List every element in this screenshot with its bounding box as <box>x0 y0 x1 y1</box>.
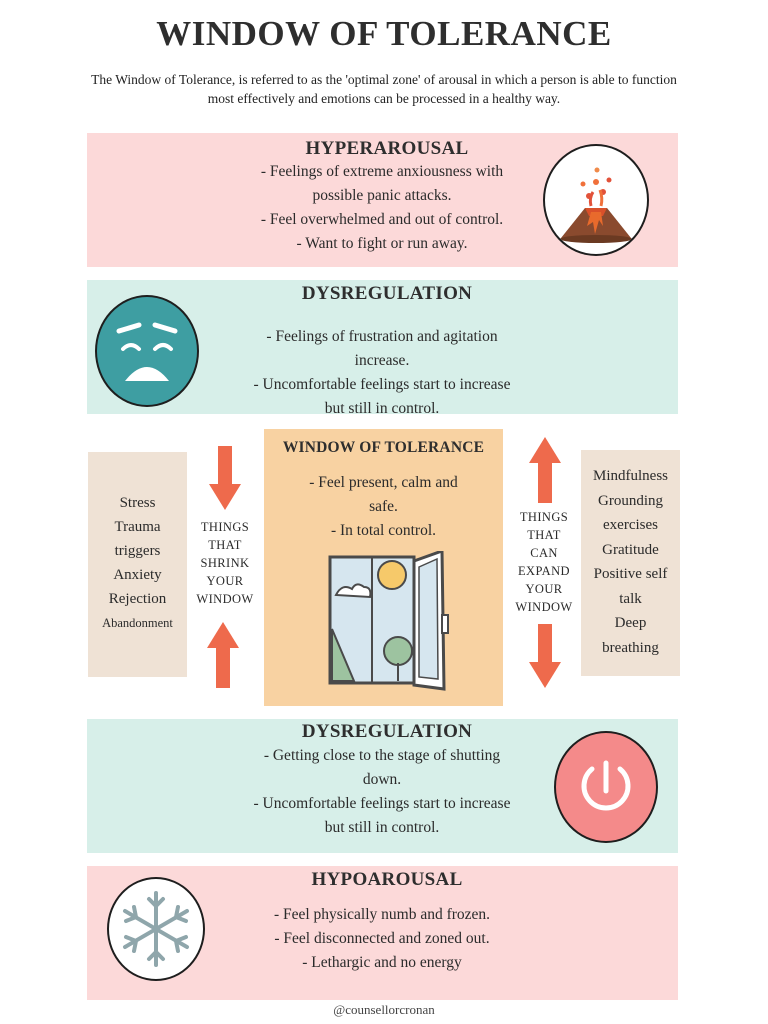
shrink-caption: THINGS THAT SHRINK YOUR WINDOW <box>196 520 254 606</box>
list-item: Abandonment <box>102 616 173 630</box>
shrink-factors-box: Stress Trauma triggers Anxiety Rejection… <box>88 452 187 677</box>
dysregulation-bottom-text: - Getting close to the stage of shutting… <box>253 747 511 836</box>
window-heading: WINDOW OF TOLERANCE <box>282 439 485 456</box>
dysregulation-bottom-heading: DYSREGULATION <box>301 721 473 742</box>
hypoarousal-heading: HYPOAROUSAL <box>311 869 463 890</box>
open-window-icon <box>326 551 456 699</box>
list-item: exercises <box>603 517 658 533</box>
page-title: WINDOW OF TOLERANCE <box>156 14 612 53</box>
list-item: Deep <box>614 615 647 631</box>
dysregulation-top-text: - Feelings of frustration and agitation … <box>253 328 511 417</box>
footer-handle: @counsellorcronan <box>333 1002 435 1017</box>
dysregulation-top-heading: DYSREGULATION <box>301 283 473 304</box>
expand-factors-list: Mindfulness Grounding exercises Gratitud… <box>581 450 680 660</box>
list-item: breathing <box>602 639 659 656</box>
list-item: Anxiety <box>113 567 162 583</box>
window-of-tolerance-box: WINDOW OF TOLERANCE - Feel present, calm… <box>264 429 503 706</box>
list-item: triggers <box>114 543 161 559</box>
dysregulation-top-band: DYSREGULATION - Feelings of frustration … <box>87 280 678 417</box>
hyperarousal-text: - Feelings of extreme anxiousness with p… <box>260 163 504 252</box>
list-item: Stress <box>119 495 156 511</box>
hypoarousal-band: HYPOAROUSAL - Feel physically numb and f… <box>87 866 678 1000</box>
hypoarousal-text: - Feel physically numb and frozen. - Fee… <box>273 906 491 971</box>
dysregulation-bottom-band: DYSREGULATION - Getting close to the sta… <box>87 719 678 853</box>
list-item: Mindfulness <box>593 468 668 484</box>
list-item: Trauma <box>114 519 161 535</box>
expand-factors-box: Mindfulness Grounding exercises Gratitud… <box>581 450 680 676</box>
hyperarousal-heading: HYPERAROUSAL <box>305 138 469 159</box>
arrow-down-icon <box>209 446 241 512</box>
list-item: Positive self <box>593 566 668 582</box>
snowflake-icon <box>107 877 205 981</box>
volcano-icon <box>543 144 649 256</box>
list-item: Gratitude <box>602 541 659 558</box>
list-item: Grounding <box>598 492 663 509</box>
expand-caption: THINGS THAT CAN EXPAND YOUR WINDOW <box>515 510 573 614</box>
anxious-face-icon <box>95 295 199 407</box>
list-item: Rejection <box>108 591 167 607</box>
intro-text: The Window of Tolerance, is referred to … <box>91 72 677 106</box>
arrow-down-icon <box>529 624 561 690</box>
hyperarousal-band: HYPERAROUSAL - Feelings of extreme anxio… <box>87 133 678 267</box>
list-item: talk <box>619 590 642 607</box>
arrow-up-icon <box>529 437 561 503</box>
window-text: - Feel present, calm and safe. - In tota… <box>309 474 458 539</box>
power-icon <box>554 731 658 843</box>
arrow-up-icon <box>207 622 239 688</box>
shrink-factors-list: Stress Trauma triggers Anxiety Rejection… <box>88 452 187 635</box>
